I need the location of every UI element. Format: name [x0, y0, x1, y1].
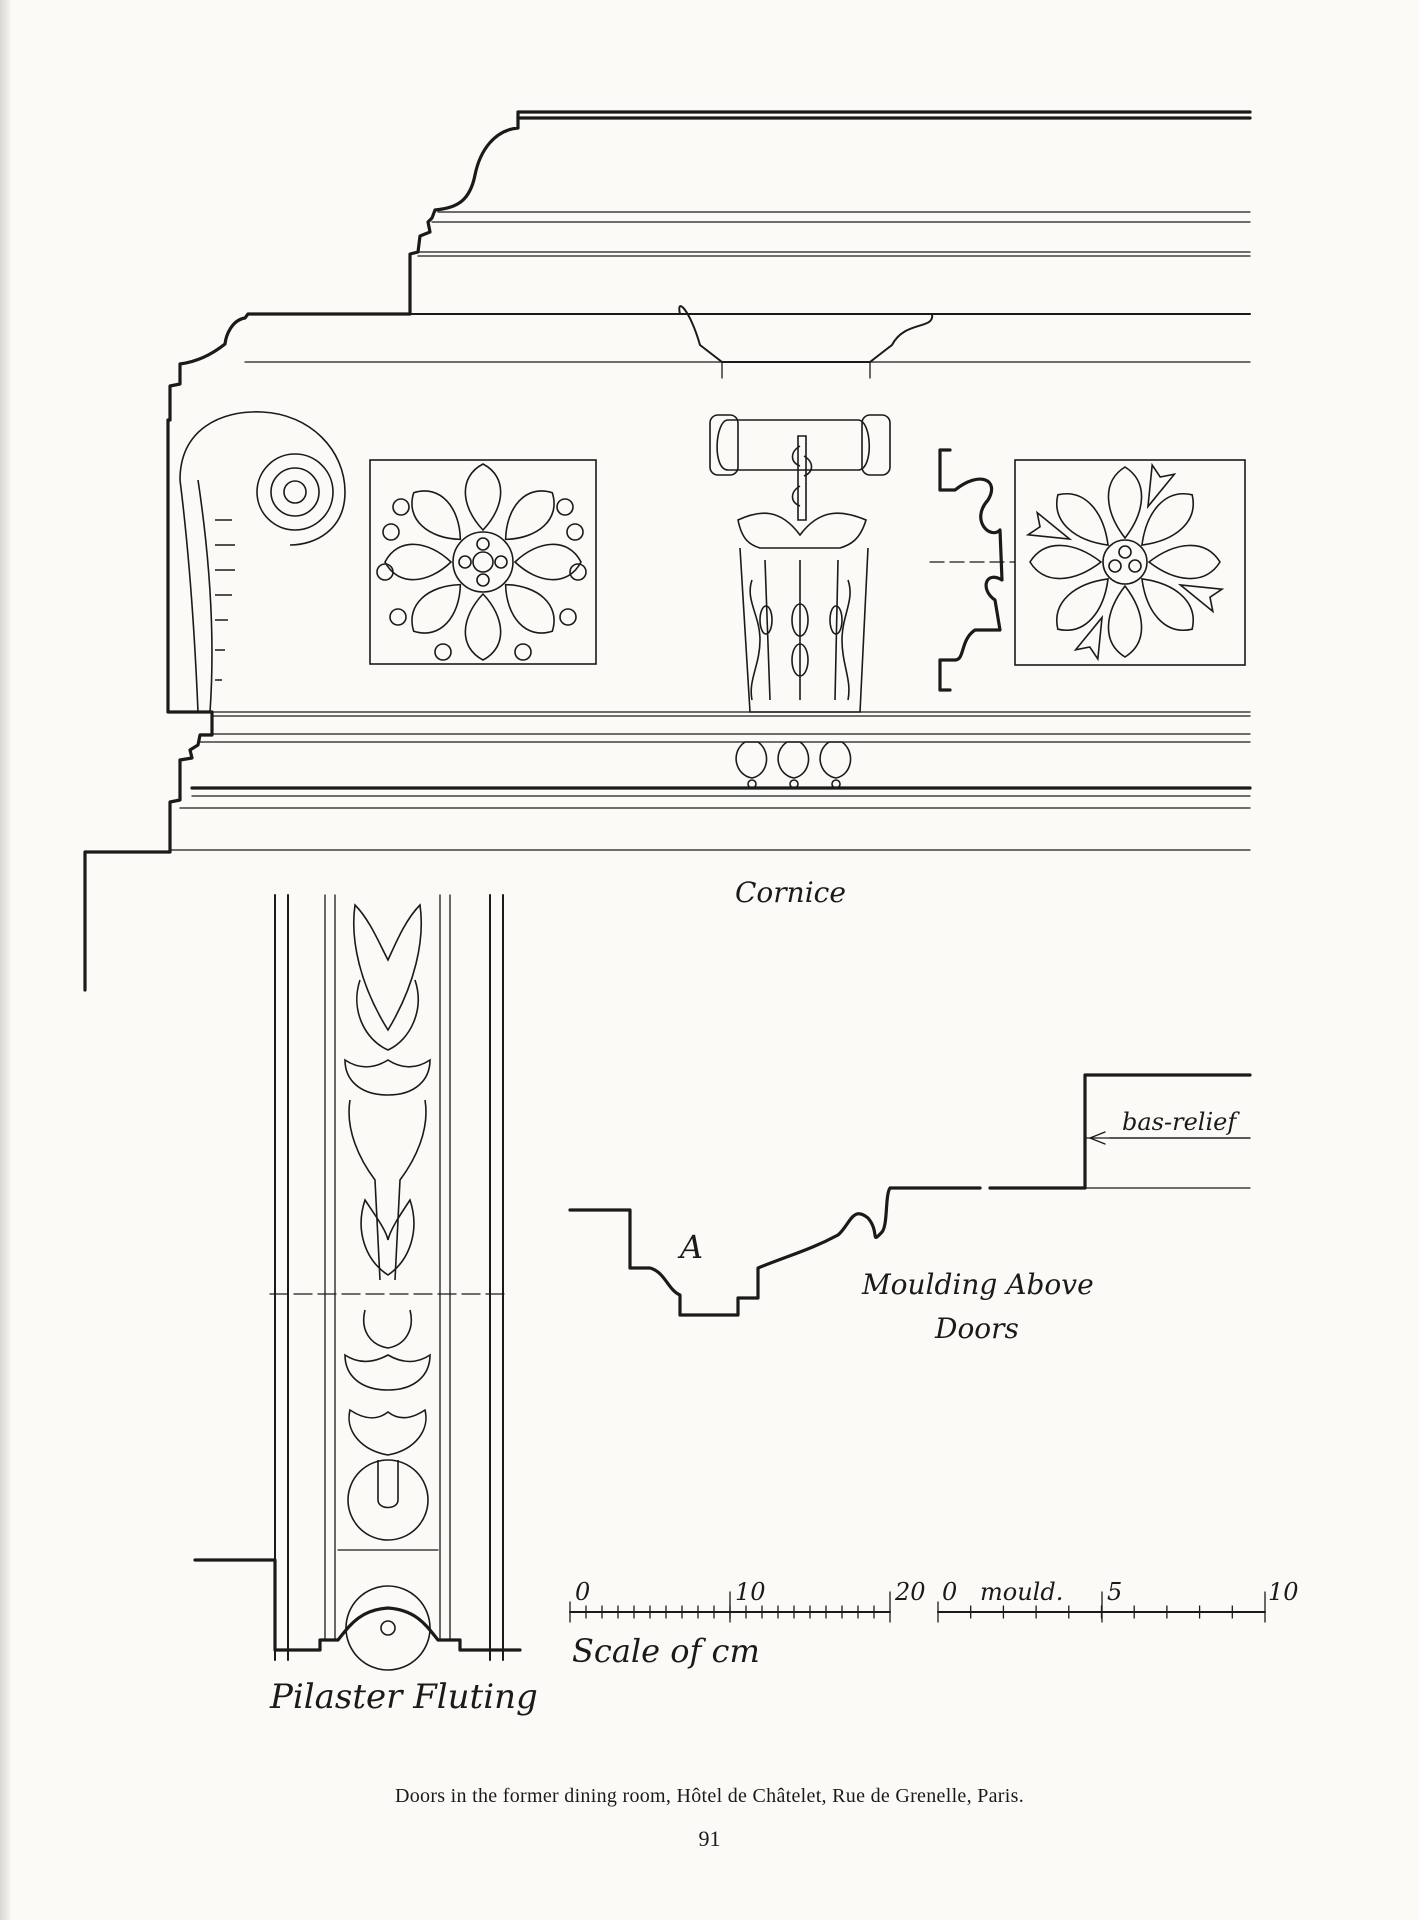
- cornice-crown-profile: [83, 110, 1252, 992]
- cornice-drawing: Cornice: [83, 110, 1252, 992]
- bas-relief-label: bas-relief: [1122, 1108, 1240, 1136]
- volute-scroll: [179, 411, 346, 713]
- moulding-drawing: bas-relief A Moulding Above Doors: [568, 1073, 1252, 1345]
- cornice-label: Cornice: [735, 876, 846, 909]
- modillion-cap: [678, 305, 934, 363]
- moulding-label-line2: Doors: [934, 1312, 1019, 1345]
- page-edge: [0, 0, 10, 1920]
- rosette-panel-right: [1014, 459, 1246, 666]
- scale-cm-caption: Scale of cm: [572, 1632, 760, 1670]
- scale-cm-0: 0: [575, 1578, 590, 1606]
- console-bracket: [709, 414, 891, 713]
- section-mark-a: A: [677, 1228, 703, 1266]
- pilaster-base-profile: [193, 1558, 522, 1652]
- scale-mould: 0 mould. 5 10: [937, 1578, 1299, 1623]
- scale-mould-5: 5: [1107, 1578, 1122, 1606]
- scale-cm: 0 10 20 Scale of cm: [569, 1578, 926, 1670]
- moulding-profile: [568, 1186, 982, 1317]
- rosette-left: [376, 463, 587, 661]
- scale-cm-20: 20: [894, 1578, 926, 1606]
- cornice-section-profile: [938, 448, 1004, 692]
- cornice-bands: [169, 116, 1252, 851]
- scale-mould-label: mould.: [980, 1578, 1063, 1606]
- pilaster-drawing: Pilaster Fluting: [193, 894, 538, 1717]
- leaf-pendants: [735, 741, 852, 789]
- scale-mould-10: 10: [1268, 1578, 1299, 1606]
- rosette-right: [1025, 462, 1225, 662]
- page-number: 91: [698, 1826, 721, 1851]
- rosette-panel-left: [369, 459, 597, 665]
- scale-mould-0: 0: [942, 1578, 957, 1606]
- pilaster-ornament-chain: [337, 903, 439, 1551]
- figure-caption: Doors in the former dining room, Hôtel d…: [394, 1785, 1024, 1807]
- moulding-label-line1: Moulding Above: [861, 1268, 1094, 1301]
- pilaster-label: Pilaster Fluting: [269, 1677, 538, 1717]
- scale-cm-10: 10: [735, 1578, 766, 1606]
- bas-relief-arrow: [1089, 1131, 1106, 1145]
